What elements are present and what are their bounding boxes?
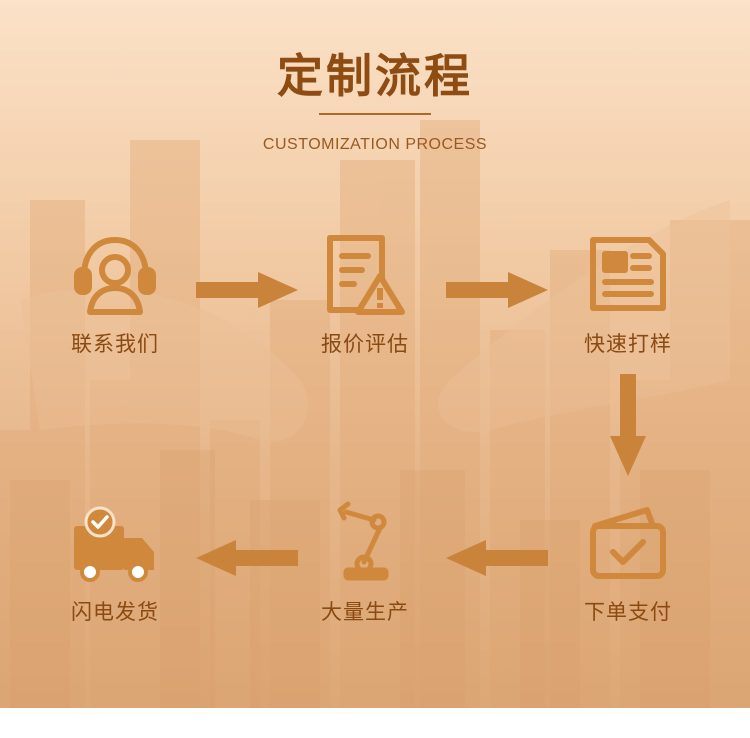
step-label: 下单支付 — [584, 600, 672, 624]
bottom-margin — [0, 708, 750, 738]
step-label: 报价评估 — [321, 332, 409, 356]
step-fast-delivery: 闪电发货 — [40, 500, 190, 626]
newspaper-icon — [590, 237, 666, 311]
title-divider — [319, 113, 431, 115]
step-mass-production: 大量生产 — [290, 500, 440, 626]
step-label: 大量生产 — [321, 600, 409, 624]
wallet-check-icon — [590, 507, 666, 579]
step-quick-sampling: 快速打样 — [553, 232, 703, 358]
step-label: 闪电发货 — [71, 600, 159, 624]
step-label: 快速打样 — [584, 332, 672, 356]
arrow-left-icon — [446, 540, 548, 576]
process-panel: 定制流程 CUSTOMIZATION PROCESS 联系我们 — [0, 0, 750, 708]
arrow-down-icon — [610, 374, 646, 476]
arrow-right-icon — [446, 272, 548, 308]
page-subtitle: CUSTOMIZATION PROCESS — [262, 136, 488, 153]
step-label: 联系我们 — [71, 332, 159, 356]
headset-agent-icon — [74, 237, 156, 315]
step-contact-us: 联系我们 — [40, 232, 190, 358]
page-title: 定制流程 — [277, 49, 473, 103]
arrow-left-icon — [196, 540, 298, 576]
step-order-payment: 下单支付 — [553, 500, 703, 626]
document-warning-icon — [327, 235, 405, 315]
step-quote-evaluation: 报价评估 — [290, 232, 440, 358]
robotic-arm-icon — [337, 501, 389, 581]
arrow-right-icon — [196, 272, 298, 308]
delivery-truck-icon — [74, 506, 154, 582]
